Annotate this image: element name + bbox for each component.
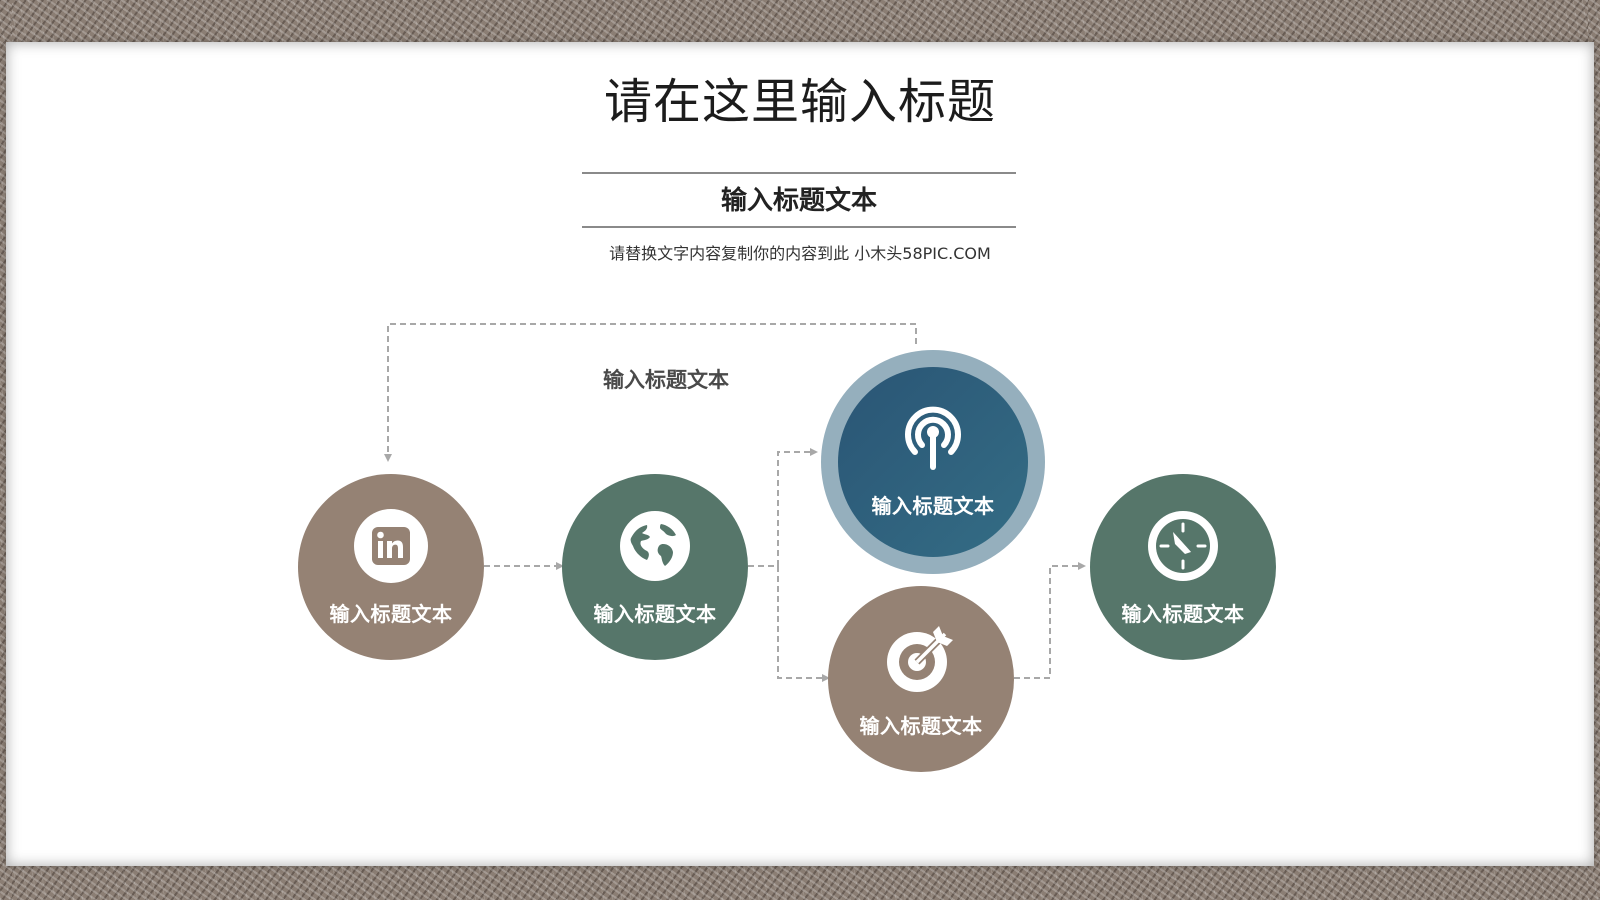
node-compass[interactable]: 输入标题文本 bbox=[1090, 474, 1276, 660]
node-label: 输入标题文本 bbox=[859, 713, 983, 738]
slide-subtitle: 输入标题文本 bbox=[720, 186, 877, 216]
linkedin-icon bbox=[354, 508, 428, 583]
compass-icon bbox=[1148, 510, 1218, 581]
slide-canvas: 请在这里输入标题 输入标题文本 请替换文字内容复制你的内容到此 小木头58PIC… bbox=[6, 42, 1594, 866]
edge-split-to-hub bbox=[777, 448, 818, 566]
target-icon bbox=[887, 625, 953, 692]
loop-edge-label: 输入标题文本 bbox=[603, 368, 729, 392]
subtitle-top-rule bbox=[582, 172, 1016, 174]
node-broadcast[interactable]: 输入标题文本 bbox=[838, 367, 1028, 557]
edge-node4-to-node5 bbox=[1014, 562, 1086, 679]
subtitle-bottom-rule bbox=[582, 226, 1016, 228]
edge-split-to-node4 bbox=[777, 566, 830, 682]
node-linkedin[interactable]: 输入标题文本 bbox=[298, 474, 484, 660]
node-label: 输入标题文本 bbox=[1121, 601, 1245, 626]
bottom-border-texture bbox=[0, 864, 1600, 900]
node-target[interactable]: 输入标题文本 bbox=[828, 586, 1014, 772]
node-label: 输入标题文本 bbox=[329, 601, 453, 626]
node-label: 输入标题文本 bbox=[871, 493, 995, 518]
top-border-texture bbox=[0, 0, 1600, 48]
slide-description: 请替换文字内容复制你的内容到此 小木头58PIC.COM bbox=[609, 244, 991, 263]
broadcast-icon bbox=[905, 406, 961, 470]
connector-lines bbox=[384, 323, 1086, 682]
slide-title: 请在这里输入标题 bbox=[603, 74, 996, 130]
edge-hub-to-node1 bbox=[384, 323, 917, 462]
node-globe[interactable]: 输入标题文本 bbox=[562, 474, 748, 660]
node-label: 输入标题文本 bbox=[593, 601, 717, 626]
globe-icon bbox=[620, 510, 690, 581]
